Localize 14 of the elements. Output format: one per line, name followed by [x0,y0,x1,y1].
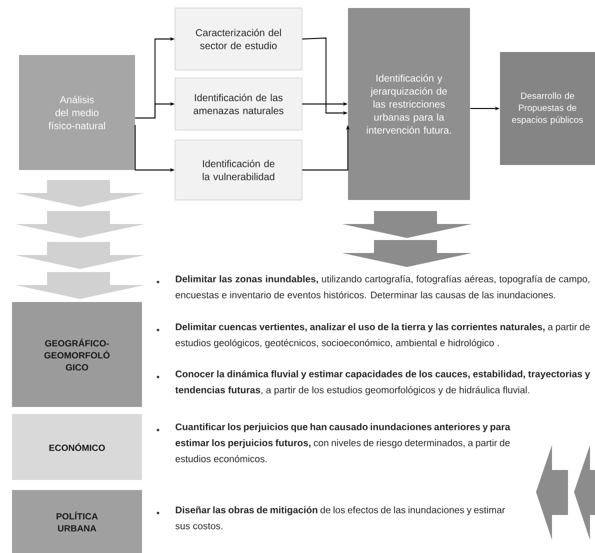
process-box: Identificación de la vulnerabilidad [174,140,302,200]
category-box: POLÍTICA URBANA [12,490,142,553]
bullet-text: Conocer la dinámica fluvial y estimar capacidades de los cauces, estabilidad, trayectorias y tendencias futuras, a partir de los estudios geomorfológicos y de hidráulica fluvial. [175,370,590,396]
process-box: Desarrollo de Propuestas de espacios públicos [500,52,595,165]
bullet-text: Delimitar las zonas inundables, utilizando cartografía, fotografías aéreas, topografía de campo, encuestas e inventario de eventos históricos. Determinar las causas de las inundaciones. [176,275,590,298]
category-box: ECONÓMICO [12,414,142,480]
bullet-text: Cuantificar los perjuicios que han causado inundaciones anteriores y para estimar los perjuicios futuros, con niveles de riesgo determinados, a partir de estudios económicos. [176,423,510,462]
category-box: GEOGRÁFICO- GEOMORFOLÓ GICO [12,302,142,407]
process-box: Identificación de las amenazas naturales [174,78,302,130]
bullet-text: Diseñar las obras de mitigación de los efectos de las inundaciones y estimar sus costos. [175,506,505,530]
process-box: Identificación y jerarquización de las restricciones urbanas para la intervención futura. [348,8,470,200]
bullet-text: Delimitar cuencas vertientes, analizar el uso de la tierra y las corrientes naturales, a partir de estudios geológicos, geotécnicos, socioeconómico, ambiental e hidrológico . [176,323,590,348]
process-box: Caracterización del sector de estudio [174,8,302,70]
process-box: Análisis del medio físico-natural [19,55,135,170]
